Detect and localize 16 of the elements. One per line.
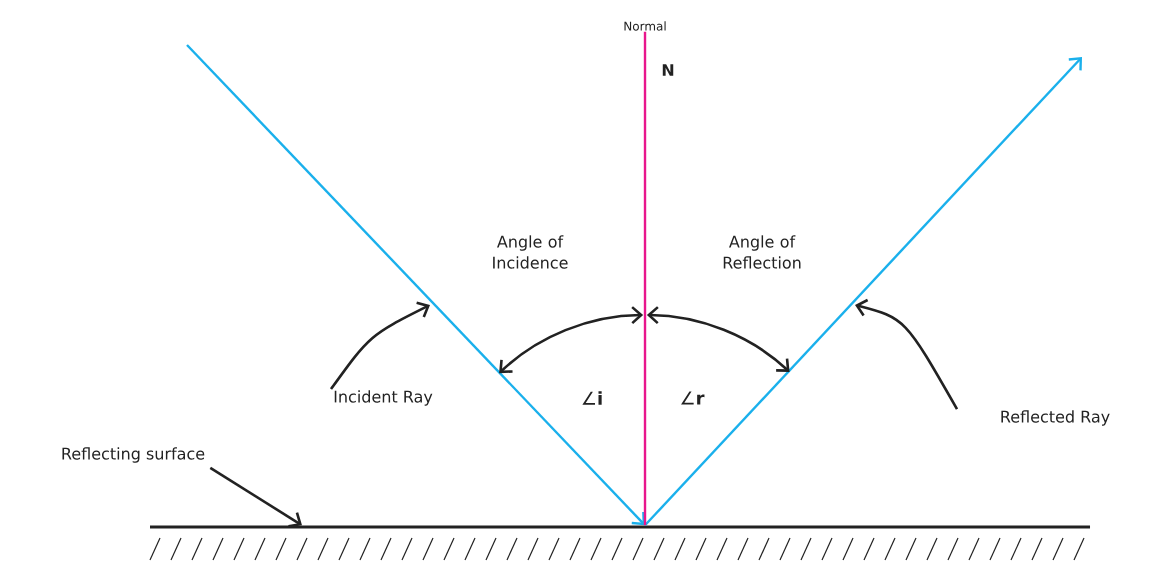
incident-ray-arrow bbox=[186, 44, 645, 526]
reflected-ray-arrow bbox=[644, 57, 1082, 527]
ray-label: Reflected Ray bbox=[1001, 410, 1110, 426]
axis-letter: N bbox=[662, 64, 674, 76]
leader-arrow bbox=[855, 298, 959, 410]
leader-arrow bbox=[209, 466, 302, 528]
surface-label: Reflecting surface bbox=[62, 447, 205, 463]
angle-symbol: ∠i bbox=[582, 391, 602, 405]
normal-line bbox=[643, 31, 647, 526]
ray-label: Incident Ray bbox=[334, 390, 433, 406]
normal-label: Normal bbox=[624, 21, 666, 31]
leader-arrow bbox=[329, 301, 430, 390]
angle-label: Angle of Reflection bbox=[723, 235, 801, 269]
reflecting-surface-drawing bbox=[149, 525, 1090, 561]
angle-label: Angle of Incidence bbox=[493, 235, 568, 269]
angle-symbol: ∠r bbox=[681, 391, 705, 405]
